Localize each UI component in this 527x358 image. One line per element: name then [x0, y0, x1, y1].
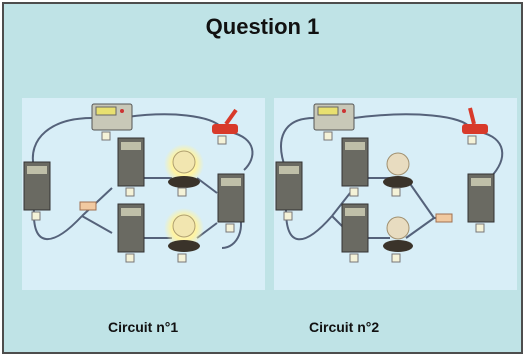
- question-title: Question 1: [205, 14, 320, 39]
- bulb-icon: [164, 144, 204, 197]
- connector-icon: [435, 213, 453, 223]
- bulb-icon: [164, 208, 204, 263]
- ammeter-icon: [217, 173, 245, 233]
- question-panel: Question 1: [2, 2, 523, 354]
- switch-icon: [462, 107, 488, 145]
- switch-icon: [212, 108, 238, 145]
- ammeter-icon: [275, 161, 303, 221]
- ammeter-icon: [341, 203, 369, 263]
- ammeter-icon: [341, 137, 369, 197]
- bulb-icon: [383, 216, 413, 263]
- circuit-1-diagram: [22, 98, 265, 290]
- circuit-2-caption: Circuit n°2: [309, 319, 380, 335]
- multimeter-icon: [91, 103, 133, 141]
- ammeter-icon: [117, 137, 145, 197]
- bulb-icon: [383, 152, 413, 197]
- ammeter-icon: [467, 173, 495, 233]
- ammeter-icon: [117, 203, 145, 263]
- circuit-2-diagram: [274, 98, 517, 290]
- connector-icon: [79, 201, 97, 211]
- circuit-1-caption: Circuit n°1: [108, 319, 179, 335]
- multimeter-icon: [313, 103, 355, 141]
- ammeter-icon: [23, 161, 51, 221]
